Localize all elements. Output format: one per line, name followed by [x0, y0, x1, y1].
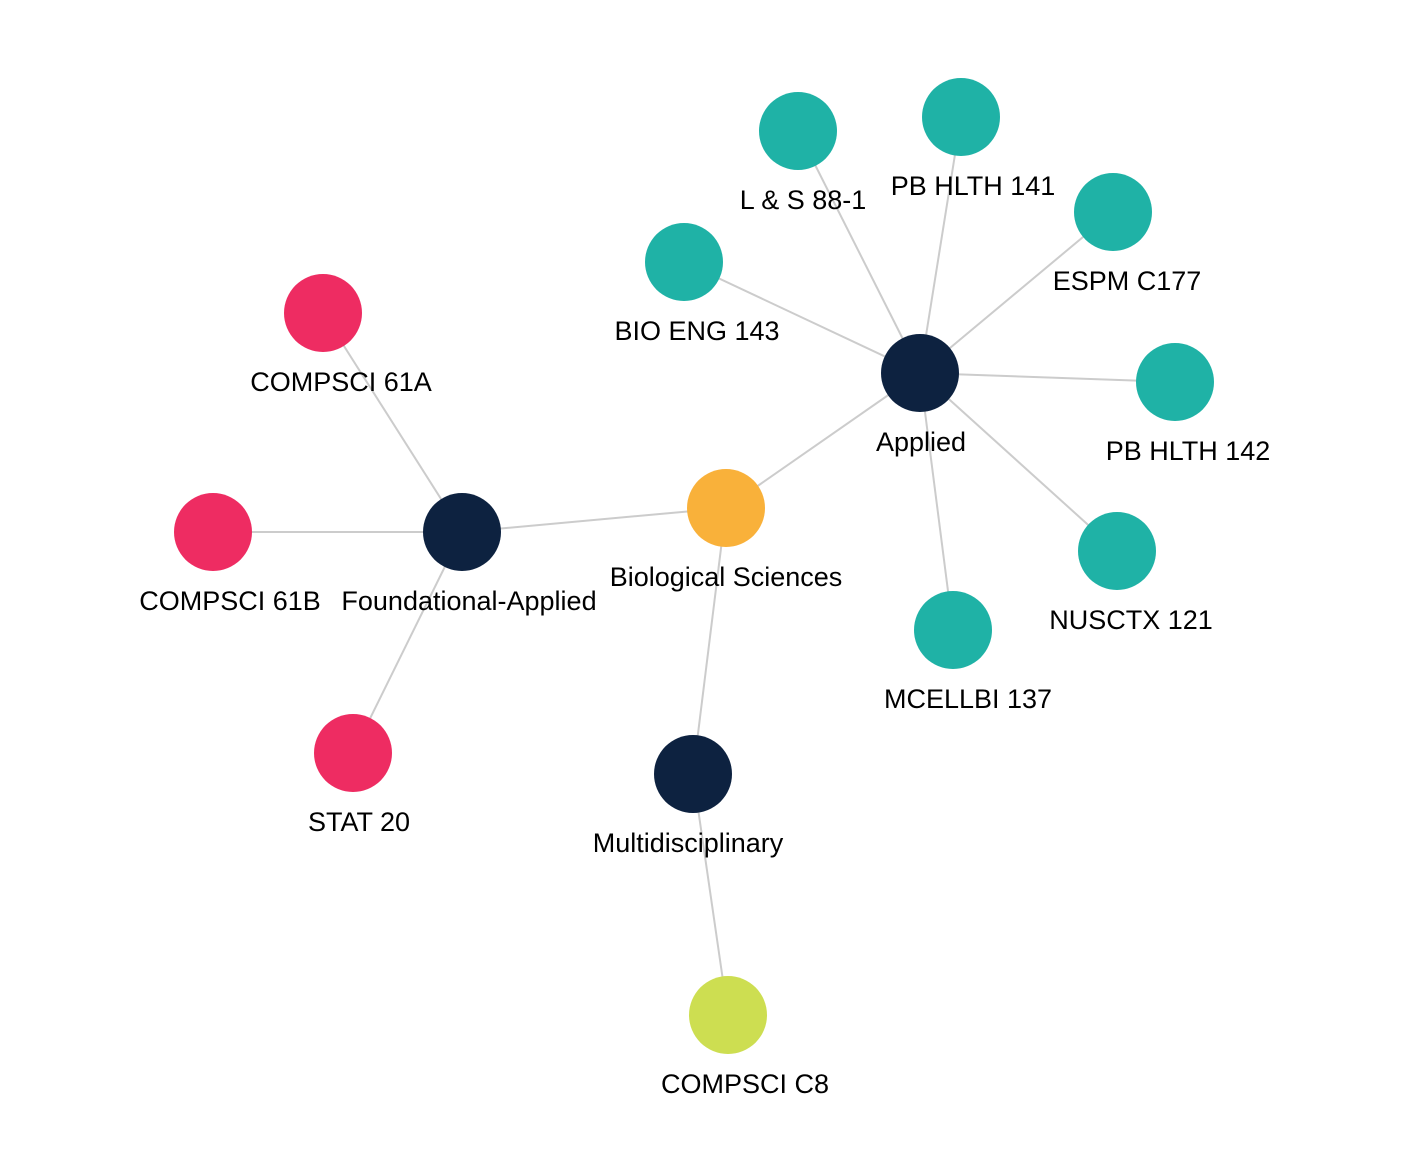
- labels-layer: Biological Sciences AppliedFoundational-A…: [139, 171, 1270, 1099]
- edge-foundational-applied--stat-20: [352, 531, 463, 754]
- edge-biological-sciences--applied: [725, 372, 921, 509]
- node-multidisciplinary[interactable]: [654, 735, 732, 813]
- edge-applied--pb-hlth-141: [919, 116, 962, 374]
- node-stat-20[interactable]: [314, 714, 392, 792]
- node-bio-eng-143[interactable]: [645, 223, 723, 301]
- node-label-mcellbi-137: MCELLBI 137: [884, 684, 1052, 714]
- edge-applied--nusctx-121: [919, 372, 1118, 552]
- node-pb-hlth-142[interactable]: [1136, 343, 1214, 421]
- edges-layer: [213, 116, 1176, 1016]
- node-label-compsci-61b: COMPSCI 61B: [139, 586, 321, 616]
- node-label-applied: Applied: [876, 427, 966, 457]
- node-nusctx-121[interactable]: [1078, 512, 1156, 590]
- node-label-pb-hlth-142: PB HLTH 142: [1106, 436, 1271, 466]
- node-label-l-s-88-1: L & S 88-1: [740, 185, 867, 215]
- edge-multidisciplinary--compsci-c8: [692, 773, 729, 1016]
- edge-applied--l-s-88-1: [797, 130, 921, 374]
- node-label-stat-20: STAT 20: [308, 807, 410, 837]
- node-label-bio-eng-143: BIO ENG 143: [614, 316, 779, 346]
- edge-foundational-applied--compsci-61a: [322, 312, 463, 533]
- node-compsci-c8[interactable]: [689, 976, 767, 1054]
- node-label-pb-hlth-141: PB HLTH 141: [891, 171, 1056, 201]
- node-applied[interactable]: [881, 334, 959, 412]
- node-mcellbi-137[interactable]: [914, 591, 992, 669]
- node-biological-sciences[interactable]: [687, 469, 765, 547]
- node-label-espm-c177: ESPM C177: [1053, 266, 1202, 296]
- node-label-multidisciplinary: Multidisciplinary: [593, 828, 784, 858]
- node-compsci-61b[interactable]: [174, 493, 252, 571]
- edge-applied--pb-hlth-142: [919, 372, 1176, 383]
- edge-applied--espm-c177: [919, 211, 1114, 374]
- node-pb-hlth-141[interactable]: [922, 78, 1000, 156]
- node-label-compsci-61a: COMPSCI 61A: [250, 367, 432, 397]
- node-foundational-applied[interactable]: [423, 493, 501, 571]
- node-label-biological-sciences: Biological Sciences: [610, 562, 843, 592]
- edge-biological-sciences--foundational-applied: [461, 507, 727, 533]
- edge-applied--bio-eng-143: [683, 261, 921, 374]
- node-label-nusctx-121: NUSCTX 121: [1049, 605, 1213, 635]
- edge-applied--mcellbi-137: [919, 372, 954, 631]
- node-espm-c177[interactable]: [1074, 173, 1152, 251]
- edge-biological-sciences--multidisciplinary: [692, 507, 727, 775]
- node-label-compsci-c8: COMPSCI C8: [661, 1069, 829, 1099]
- nodes-layer: [174, 78, 1214, 1054]
- node-label-foundational-applied: Foundational-Applied: [341, 586, 596, 616]
- node-compsci-61a[interactable]: [284, 274, 362, 352]
- node-l-s-88-1[interactable]: [759, 92, 837, 170]
